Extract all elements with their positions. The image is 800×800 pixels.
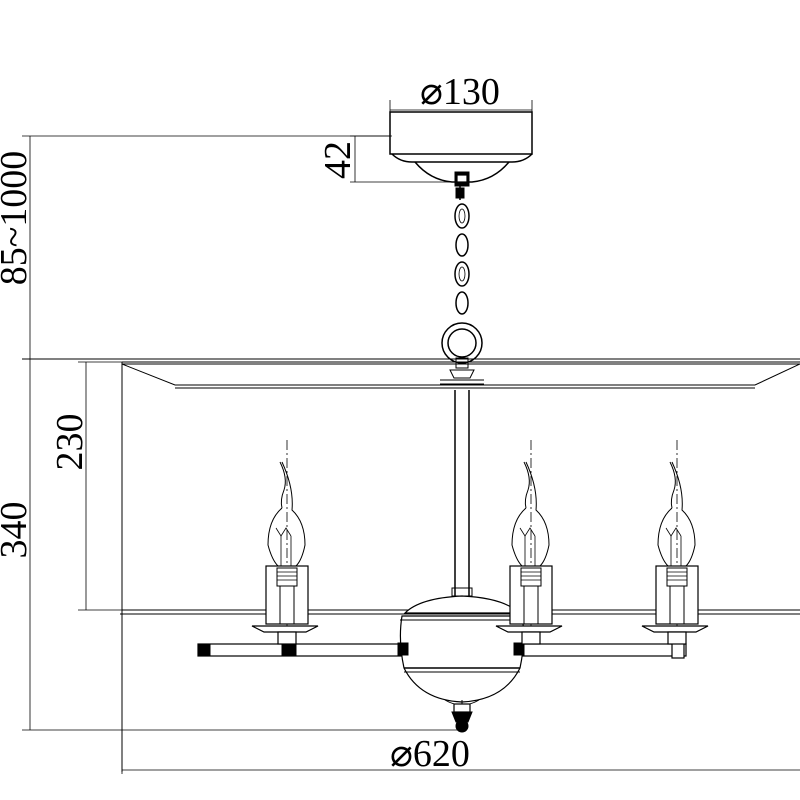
fixture-height-label: 340 [0,502,35,559]
canopy-diameter-label: ⌀130 [420,71,500,113]
center-stem [451,390,473,597]
overall-drop-dimension: 85~1000 [0,135,390,359]
shade-height-dimension: 230 [49,361,122,611]
overall-drop-label: 85~1000 [0,151,35,286]
central-body [397,595,525,733]
shade-diameter-label: ⌀620 [390,733,470,775]
canopy-diameter-dimension: ⌀130 [389,71,533,114]
suspension-chain [440,186,484,385]
shade-height-label: 230 [49,414,91,471]
ceiling-canopy [389,111,533,187]
canopy-height-dimension: 42 [317,135,452,183]
candle-right [641,440,709,645]
candle-left [251,440,319,645]
shade-diameter-dimension: ⌀620 [121,733,800,775]
fixture-height-dimension: 340 [0,359,462,731]
canopy-height-label: 42 [317,141,359,179]
candle-center [495,440,563,645]
